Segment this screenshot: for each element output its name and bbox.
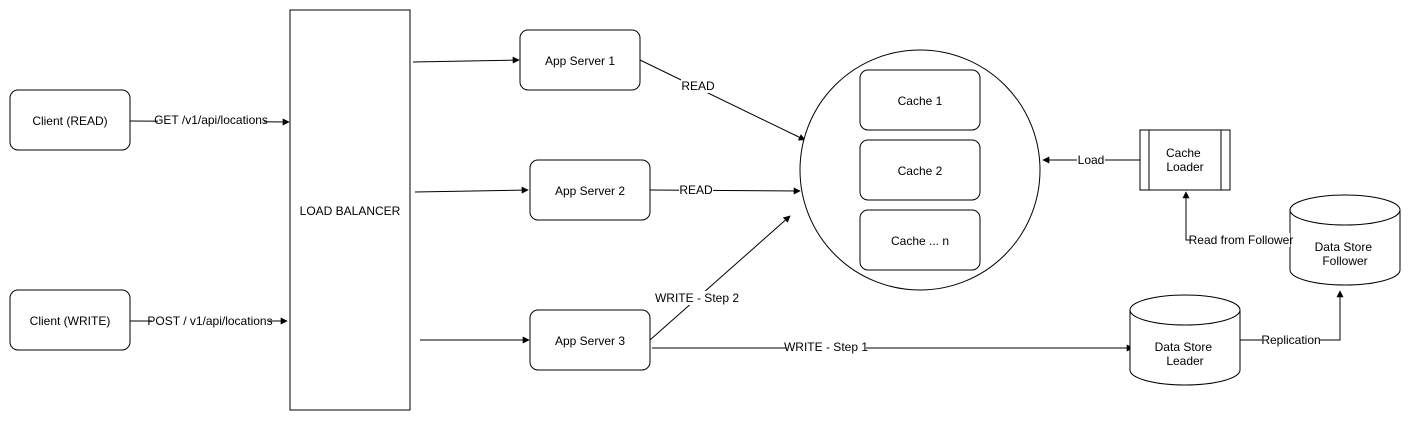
edge-label-read-2: READ xyxy=(679,183,713,197)
cache-loader-node: Cache Loader xyxy=(1139,129,1231,191)
load-balancer-node: LOAD BALANCER xyxy=(289,9,411,411)
app-server-3-node: App Server 3 xyxy=(529,309,651,371)
edge-label-write-step-1: WRITE - Step 1 xyxy=(784,340,868,354)
edge-label-post-locations: POST / v1/api/locations xyxy=(147,314,272,328)
cache-loader-label: Cache Loader xyxy=(1166,146,1204,174)
edge-label-write-step-2: WRITE - Step 2 xyxy=(655,291,739,305)
app-server-3-label: App Server 3 xyxy=(555,334,625,348)
data-store-follower-label: Data Store Follower xyxy=(1315,240,1376,268)
client-read-node: Client (READ) xyxy=(9,89,131,151)
edge-lb-app1 xyxy=(412,56,520,64)
client-write-label: Client (WRITE) xyxy=(30,314,111,328)
cache-loader-label-line-2: Loader xyxy=(1166,160,1203,174)
client-read-label: Client (READ) xyxy=(32,114,107,128)
app-server-2-label: App Server 2 xyxy=(555,184,625,198)
edge-app3-cache xyxy=(649,215,791,341)
edge-lb-app2 xyxy=(414,186,529,194)
app-server-1-label: App Server 1 xyxy=(545,54,615,68)
data-store-leader-label: Data Store Leader xyxy=(1155,340,1216,368)
edge-label-load: Load xyxy=(1078,153,1105,167)
cache-2-node: Cache 2 xyxy=(859,139,981,201)
edge-label-read-from-follower: Read from Follower xyxy=(1189,233,1294,247)
edge-label-replication: Replication xyxy=(1261,333,1320,347)
cache-loader-label-line-1: Cache xyxy=(1166,146,1201,160)
data-store-follower-label-line-1: Data Store xyxy=(1315,240,1373,254)
data-store-leader-label-line-1: Data Store xyxy=(1155,340,1213,354)
cache-n-label: Cache ... n xyxy=(891,234,949,248)
app-server-1-node: App Server 1 xyxy=(519,29,641,91)
cache-n-node: Cache ... n xyxy=(859,209,981,271)
edge-app1-cache xyxy=(639,59,806,141)
cache-1-label: Cache 1 xyxy=(898,94,943,108)
data-store-leader-label-line-2: Leader xyxy=(1166,354,1203,368)
cache-1-node: Cache 1 xyxy=(859,69,981,131)
edge-label-get-locations: GET /v1/api/locations xyxy=(154,113,268,127)
data-store-leader-node: Data Store Leader xyxy=(1129,294,1241,386)
edge-label-read-1: READ xyxy=(681,79,715,93)
edge-app2-cache xyxy=(649,187,801,195)
client-write-node: Client (WRITE) xyxy=(9,289,131,351)
cache-2-label: Cache 2 xyxy=(898,164,943,178)
data-store-follower-label-line-2: Follower xyxy=(1322,254,1367,268)
app-server-2-node: App Server 2 xyxy=(529,159,651,221)
load-balancer-label: LOAD BALANCER xyxy=(300,204,401,218)
data-store-follower-node: Data Store Follower xyxy=(1289,194,1401,286)
